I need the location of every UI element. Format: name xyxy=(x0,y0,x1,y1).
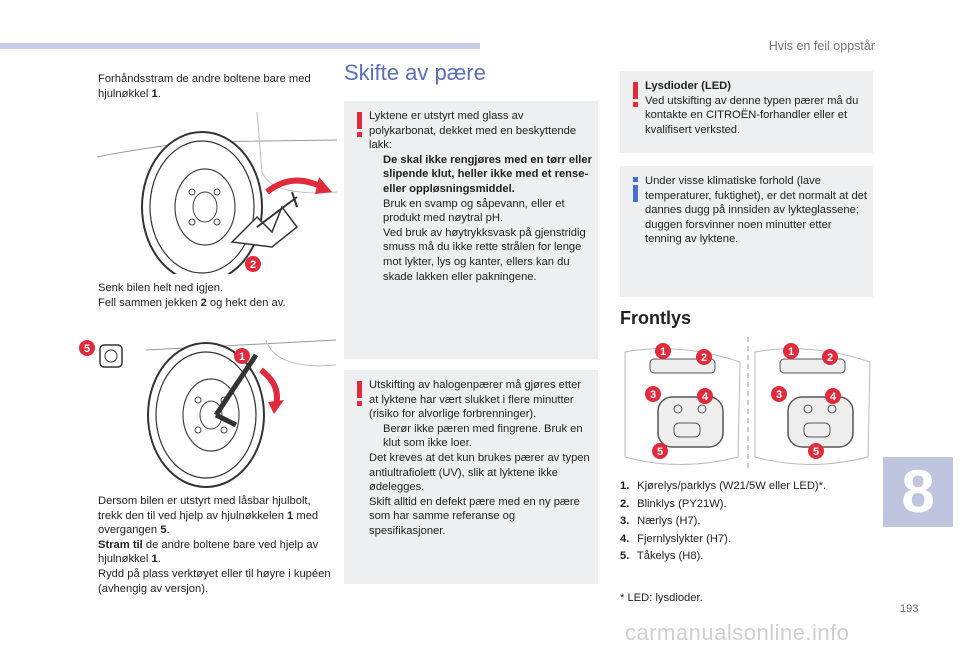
badge-5-left: 5 xyxy=(657,446,663,458)
list-item: 5. Tåkelys (H8). xyxy=(620,550,704,563)
watermark: carmanualsonline.info xyxy=(625,620,850,645)
bullet-icon xyxy=(84,281,98,296)
headlight-illustration: 1 2 3 4 5 1 2 3 4 5 xyxy=(620,337,873,472)
list-item: 2. Blinklys (PY21W). xyxy=(620,497,727,510)
wrench-illustration: 5 1 xyxy=(76,330,336,490)
list-item: 4. Fjernlyslykter (H7). xyxy=(620,532,731,545)
badge-4-left: 4 xyxy=(702,391,709,403)
info-box-condensation: Under visse klimatiske forhold (lave tem… xyxy=(620,166,873,297)
jack-badge: 2 xyxy=(250,259,256,271)
bullet-icon xyxy=(369,422,383,451)
page-number: 193 xyxy=(900,603,919,615)
info-icon xyxy=(633,177,638,202)
badge-3-left: 3 xyxy=(650,389,656,401)
list-item: 3. Nærlys (H7). xyxy=(620,515,701,528)
steps-lower: Senk bilen helt ned igjen. Fell sammen j… xyxy=(84,281,329,310)
page-title: Skifte av pære xyxy=(344,60,486,85)
badge-3-right: 3 xyxy=(776,389,782,401)
bullet-icon xyxy=(369,153,383,197)
badge-2-right: 2 xyxy=(827,352,833,364)
badge-1-left: 1 xyxy=(660,346,666,358)
list-item: 1. Kjørelys/parklys (W21/5W eller LED)*. xyxy=(620,480,827,492)
section-subtitle: Frontlys xyxy=(620,308,692,328)
warning-icon xyxy=(633,82,638,107)
steps-final: Dersom bilen er utstyrt med låsbar hjulb… xyxy=(84,494,332,596)
badge-4-right: 4 xyxy=(830,391,837,403)
warning-icon xyxy=(357,112,362,137)
step-prestress: Forhåndsstram de andre boltene bare med … xyxy=(84,72,329,101)
warning-box-cleaning: Lyktene er utstyrt med glass av polykarb… xyxy=(344,101,598,359)
bullet-icon xyxy=(369,226,383,284)
headlight-left xyxy=(624,348,741,465)
badge-5-right: 5 xyxy=(813,446,819,458)
chapter-tab: 8 xyxy=(883,457,953,527)
badge-1-right: 1 xyxy=(788,346,794,358)
bulb-list: 1. Kjørelys/parklys (W21/5W eller LED)*.… xyxy=(620,478,826,566)
bolt-badge: 5 xyxy=(84,343,90,355)
bullet-icon xyxy=(84,494,98,538)
bullet-icon xyxy=(369,197,383,226)
header-bar xyxy=(0,43,480,49)
badge-2-left: 2 xyxy=(701,352,707,364)
headlight-right xyxy=(754,348,871,465)
bullet-icon xyxy=(84,296,98,311)
warning-box-led: Lysdioder (LED) Ved utskifting av denne … xyxy=(620,71,873,153)
warning-box-halogen: Utskifting av halogenpærer må gjøres ett… xyxy=(344,370,598,584)
section-header: Hvis en feil oppstår xyxy=(768,39,875,53)
jack-illustration: 2 xyxy=(97,112,337,274)
bullet-icon xyxy=(84,72,98,101)
bullet-icon xyxy=(84,567,98,596)
wrench-badge: 1 xyxy=(239,351,245,363)
bullet-icon xyxy=(84,538,98,567)
footnote: * LED: lysdioder. xyxy=(620,592,703,604)
warning-icon xyxy=(357,381,362,406)
